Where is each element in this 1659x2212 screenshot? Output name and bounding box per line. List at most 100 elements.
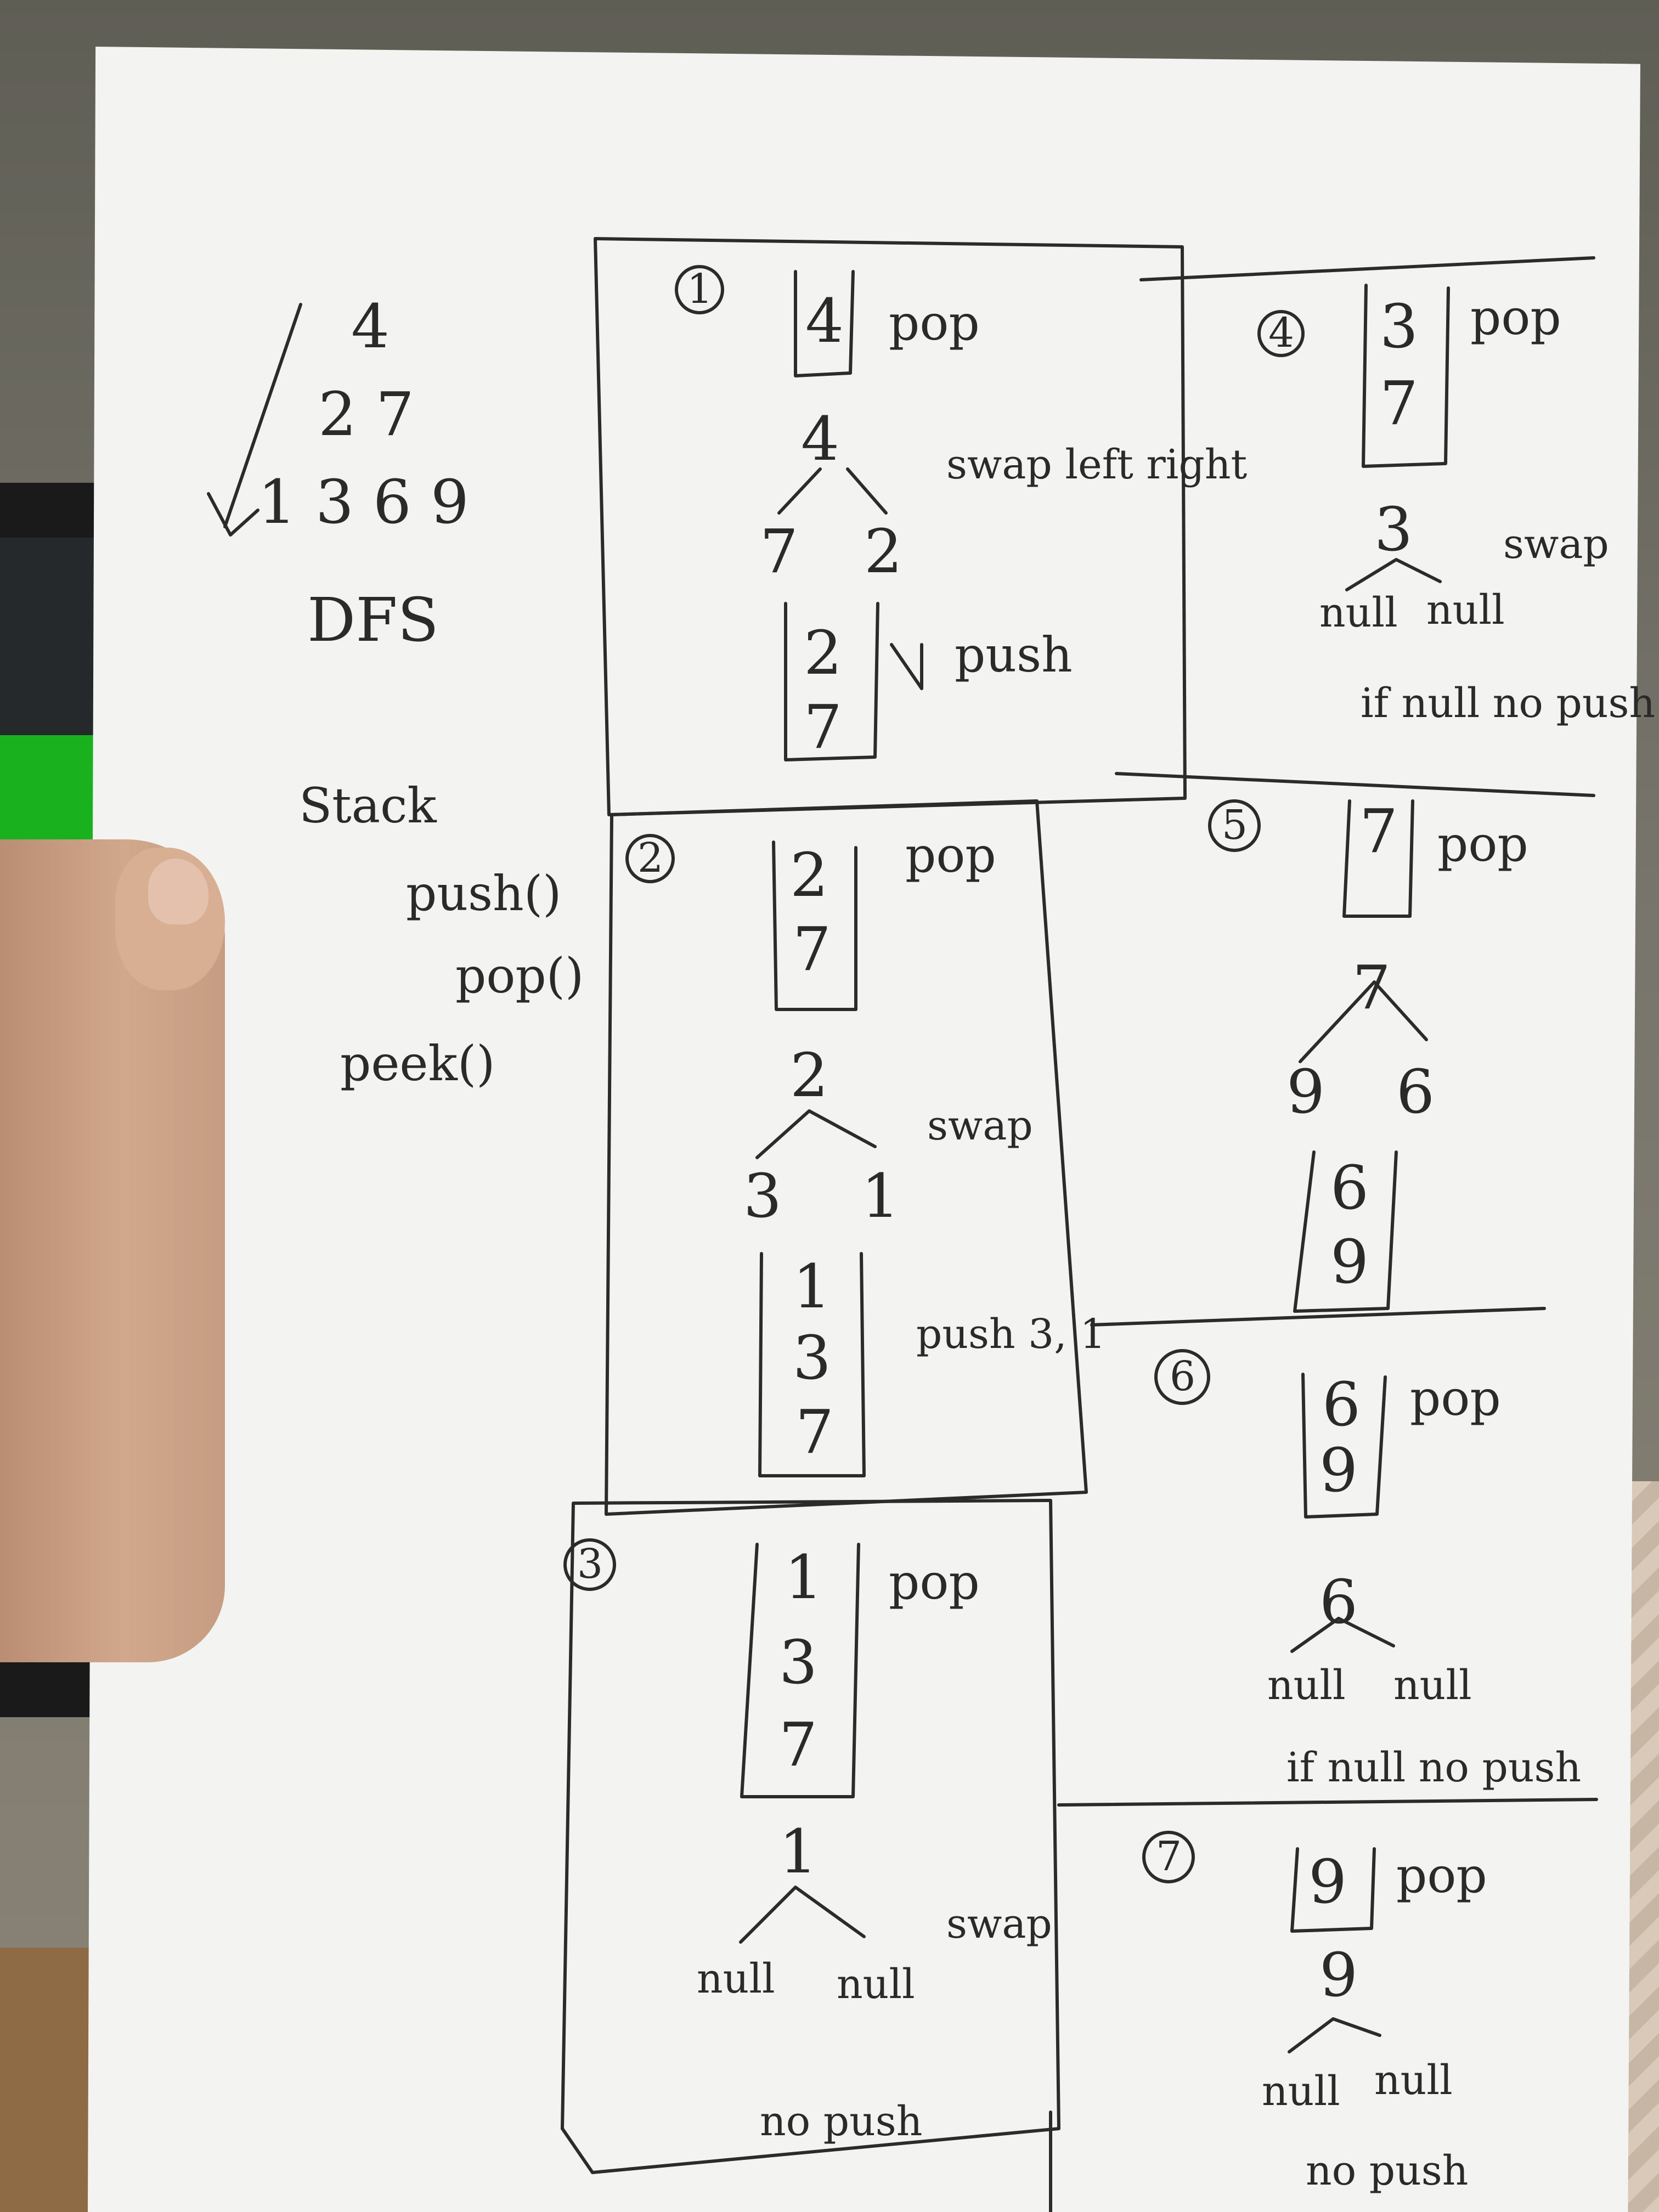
step5-stack-after-1: 9 (1330, 1227, 1369, 1297)
step7-op1: pop (1396, 1847, 1487, 1904)
step7-child-left: null (1262, 2068, 1340, 2115)
push-down-arrow (890, 643, 923, 690)
stack-title: Stack (299, 777, 437, 834)
step2-stack-after-1: 3 (793, 1323, 831, 1393)
step4-tree-branches (1345, 558, 1442, 591)
separator-4 (1057, 1798, 1598, 1807)
step1-circle (675, 265, 724, 314)
step3-tree-branches (739, 1886, 866, 1944)
step5-op1: pop (1437, 816, 1528, 872)
step4-number: 4 (1268, 309, 1295, 357)
step1-child-right: 2 (864, 516, 902, 586)
step2-stack-before-1: 7 (793, 914, 831, 984)
step2-child-right: 1 (861, 1161, 900, 1231)
step3-circle (563, 1538, 616, 1591)
step4-child-left: null (1319, 589, 1398, 636)
step1-number: 1 (687, 266, 713, 313)
step5-number: 5 (1222, 802, 1248, 849)
step3-child-right: null (837, 1961, 915, 2008)
step3-op1: pop (889, 1554, 980, 1610)
step4-op2: if null no push (1361, 680, 1656, 727)
step3-stack-before-2: 7 (779, 1709, 817, 1780)
step1-stack-item: 4 (805, 286, 844, 356)
step5-circle (1208, 799, 1261, 852)
step7-stack-before (1290, 1847, 1376, 1933)
step6-op2: if null no push (1286, 1744, 1582, 1791)
step6-child-right: null (1393, 1662, 1472, 1709)
step2-op1: pop (905, 827, 996, 883)
separator-2 (1115, 772, 1595, 797)
tree-level-2: 2 7 (318, 379, 414, 449)
separator-3 (1090, 1307, 1546, 1327)
step5-stack-after-0: 6 (1330, 1153, 1369, 1223)
step1-node: 4 (801, 404, 839, 474)
stack-op-pop: pop() (455, 947, 584, 1004)
step2-stack-after (758, 1252, 866, 1477)
step1-stack-after-1: 7 (804, 692, 842, 762)
step4-note: swap (1503, 521, 1609, 568)
paper-sheet (88, 47, 1640, 2212)
step5-child-left: 9 (1286, 1057, 1325, 1127)
step3-note: swap (946, 1900, 1052, 1948)
step3-op2: no push (760, 2098, 923, 2145)
step3-child-left: null (697, 1955, 775, 2002)
step4-stack-before-0: 3 (1380, 291, 1418, 362)
step5-stack-before (1342, 799, 1414, 918)
separator-1 (1139, 256, 1595, 281)
step2-node: 2 (790, 1040, 828, 1110)
step2-tree-branches (755, 1109, 877, 1159)
step4-stack-before (1362, 284, 1450, 468)
step5-stack-before-0: 7 (1359, 796, 1398, 866)
step1-box (594, 237, 1187, 816)
step2-stack-before-0: 2 (790, 840, 828, 910)
step7-circle (1142, 1831, 1195, 1883)
step2-child-left: 3 (743, 1161, 782, 1231)
step1-stack-after (784, 602, 879, 761)
step7-tree-branches (1288, 2017, 1381, 2053)
step4-node: 3 (1374, 494, 1413, 565)
thumbnail (148, 859, 208, 924)
step6-stack-before (1301, 1373, 1387, 1519)
stack-op-push: push() (406, 865, 562, 922)
step1-op1: pop (889, 295, 980, 351)
step7-number: 7 (1156, 1833, 1182, 1880)
tree-level-1: 4 (351, 291, 390, 362)
step4-stack-before-1: 7 (1380, 368, 1418, 438)
step5-tree-branches (1299, 980, 1428, 1063)
step6-child-left: null (1267, 1662, 1346, 1709)
step4-op1: pop (1470, 289, 1561, 346)
step2-stack-before (772, 840, 857, 1011)
step3-stack-before-1: 3 (779, 1627, 817, 1697)
step3-stack-before-0: 1 (785, 1542, 823, 1612)
step2-stack-after-0: 1 (793, 1251, 831, 1322)
step6-tree-branches (1290, 1617, 1395, 1653)
step7-child-right: null (1374, 2057, 1453, 2104)
dfs-arrow-head (207, 492, 259, 537)
step6-op1: pop (1410, 1370, 1501, 1426)
step6-stack-before-0: 6 (1322, 1369, 1361, 1440)
step5-stack-after (1293, 1150, 1398, 1313)
step2-circle (625, 834, 675, 883)
step1-op2: push (955, 627, 1073, 683)
step7-op2: no push (1306, 2147, 1469, 2194)
step7-stack-before-0: 9 (1308, 1847, 1347, 1917)
step2-stack-after-2: 7 (795, 1397, 834, 1467)
dfs-label: DFS (307, 585, 439, 655)
stack-op-peek: peek() (340, 1035, 495, 1092)
step2-note: swap (927, 1102, 1033, 1149)
tree-level-3: 1 3 6 9 (258, 467, 469, 537)
step1-note: swap left right (946, 441, 1248, 488)
step6-stack-before-1: 9 (1319, 1435, 1358, 1505)
step3-box (561, 1499, 1060, 2174)
step3-stack-before (740, 1543, 860, 1798)
step7-node: 9 (1319, 1940, 1358, 2010)
step3-node: 1 (779, 1816, 817, 1887)
step5-node: 7 (1352, 952, 1391, 1023)
step4-child-right: null (1426, 586, 1505, 634)
step5-child-right: 6 (1396, 1057, 1435, 1127)
step1-tree-branches (777, 467, 888, 515)
dfs-arrow-line (223, 303, 302, 528)
step2-number: 2 (637, 834, 664, 882)
step6-circle (1154, 1349, 1210, 1405)
